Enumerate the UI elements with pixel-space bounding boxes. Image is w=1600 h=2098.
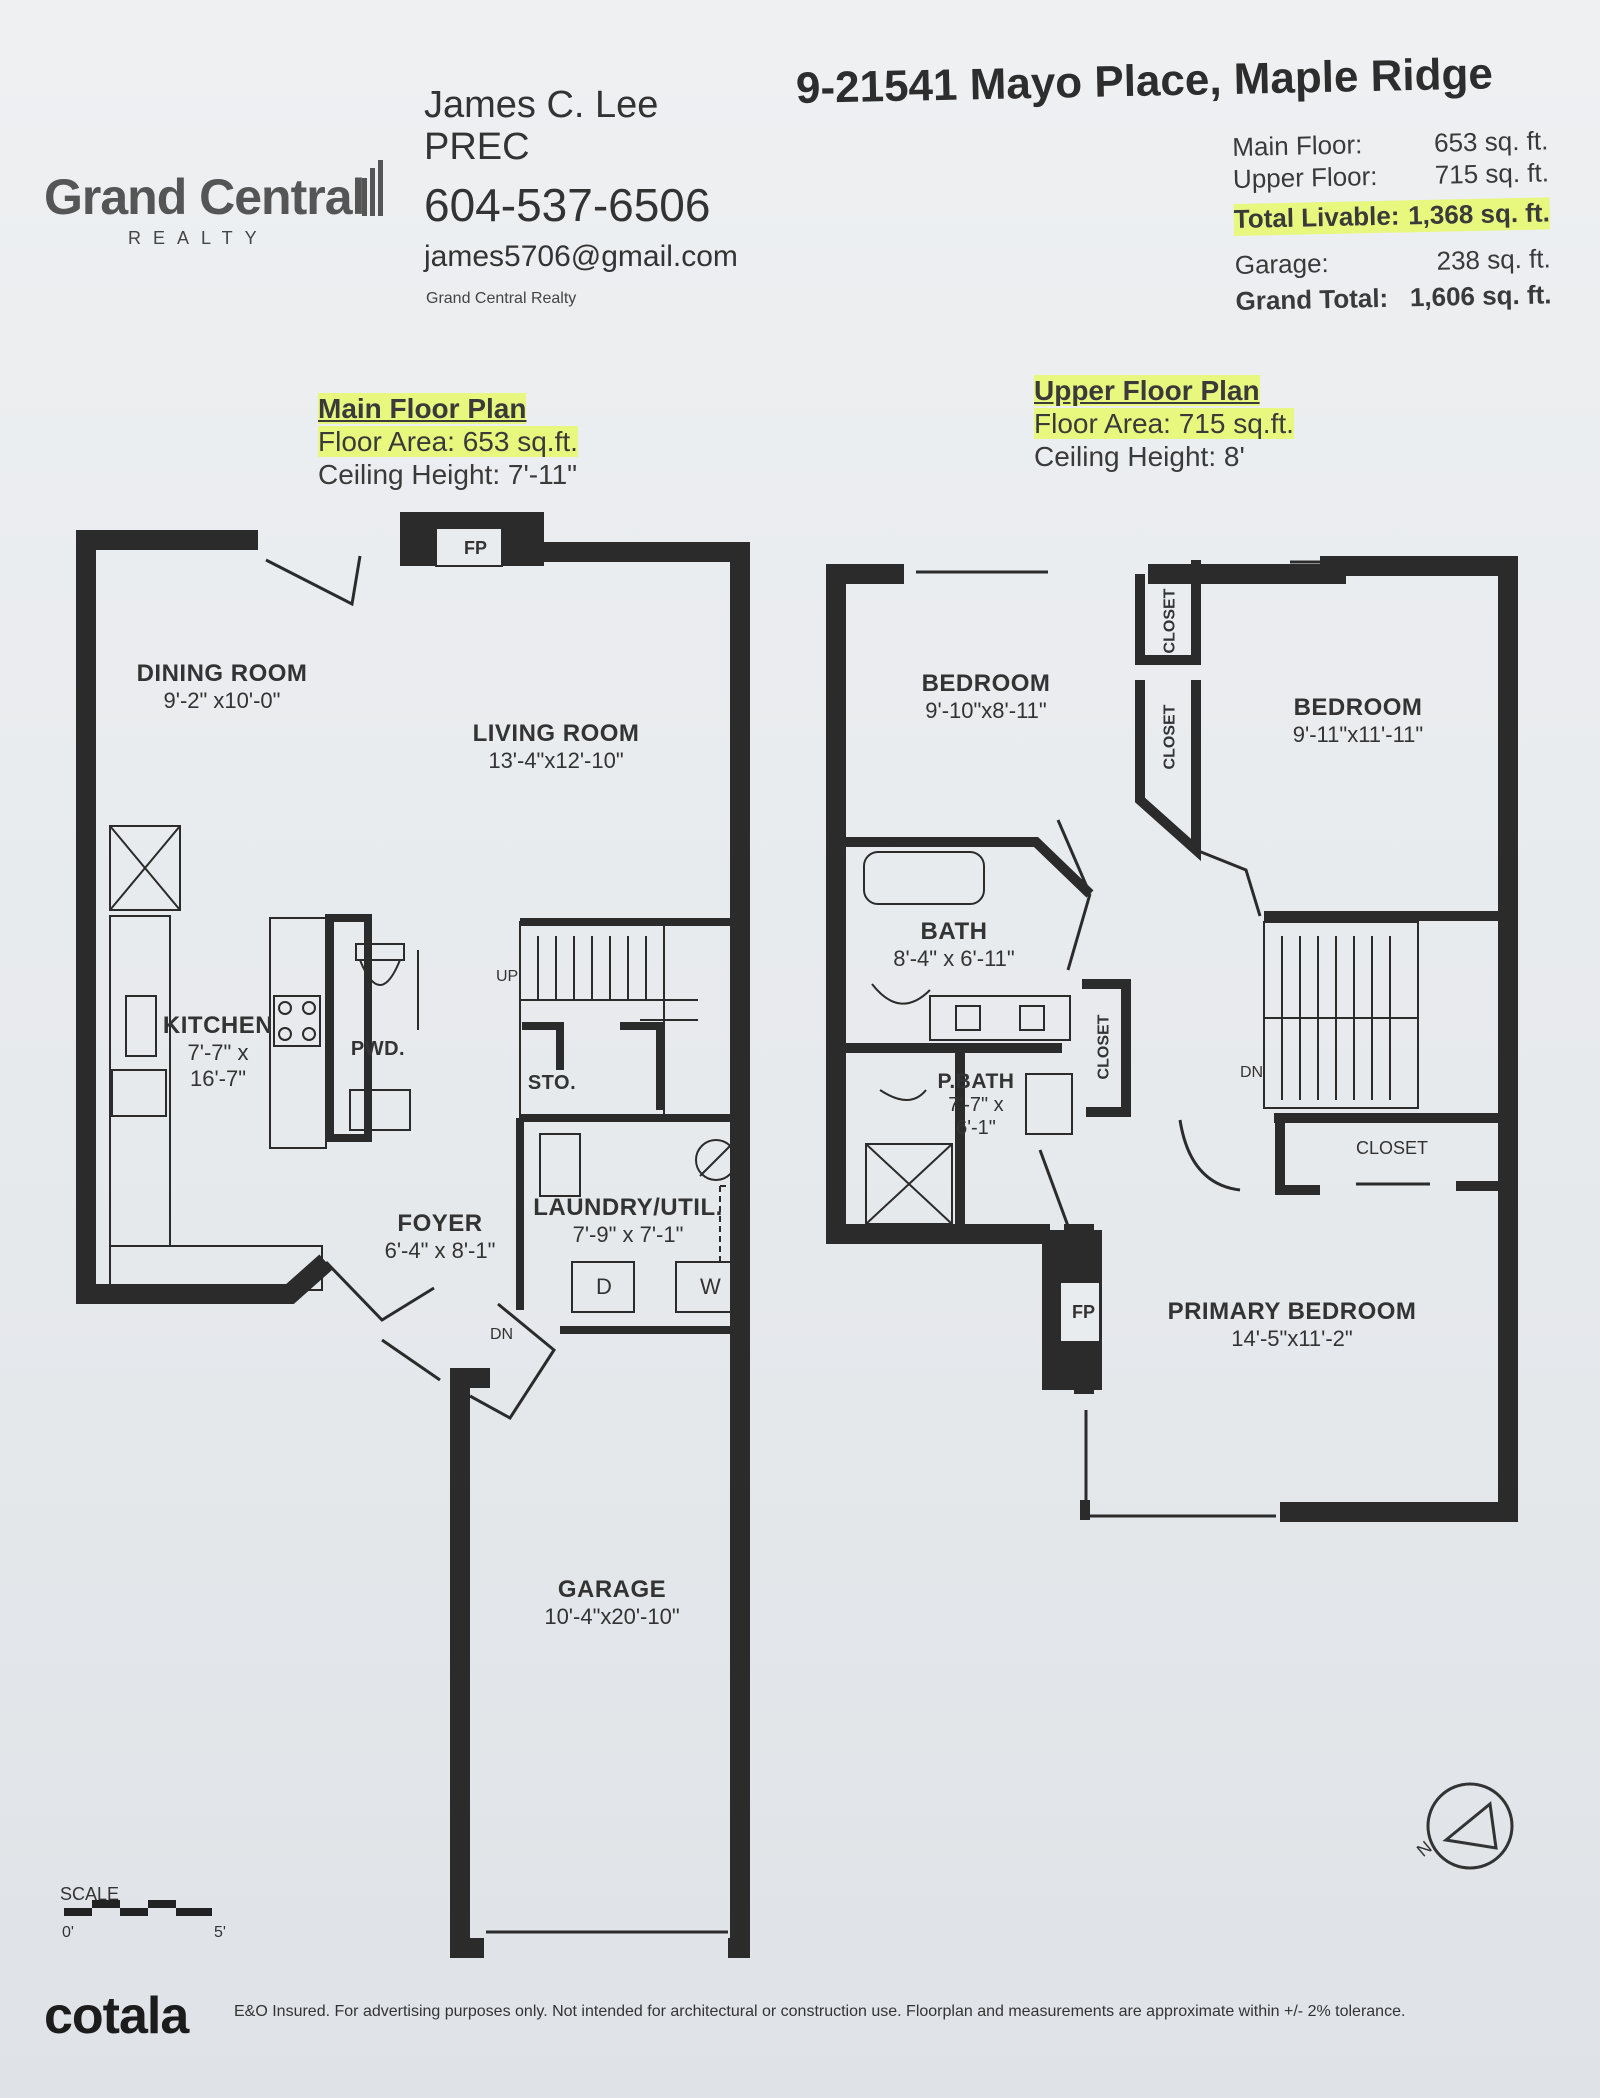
upper-stairs-down-label: DN: [1240, 1064, 1264, 1081]
closet-label-top: CLOSET: [1161, 588, 1179, 654]
area-row-grand-total: Grand Total: 1,606 sq. ft.: [1235, 279, 1552, 316]
room-primary-bedroom: PRIMARY BEDROOM 14'-5"x11'-2": [1167, 1298, 1417, 1351]
room-living: LIVING ROOM 13'-4"x12'-10": [472, 720, 640, 773]
room-bath: BATH 8'-4" x 6'-11": [893, 918, 1015, 971]
room-storage: STO.: [527, 1072, 577, 1094]
closet-label-mid: CLOSET: [1161, 704, 1179, 770]
agent-phone[interactable]: 604-537-6506: [424, 179, 711, 231]
area-row-upper: Upper Floor: 715 sq. ft.: [1232, 157, 1550, 194]
main-plan-area: Floor Area: 653 sq.ft.: [318, 426, 578, 457]
main-fireplace-label: FP: [464, 538, 488, 558]
room-kitchen: KITCHEN 7'-7" x 16'-7": [162, 1012, 274, 1091]
room-bedroom-2: BEDROOM 9'-11"x11'-11": [1292, 694, 1424, 747]
area-row-garage: Garage: 238 sq. ft.: [1234, 243, 1552, 280]
main-stairs-down-label: DN: [490, 1326, 514, 1343]
north-arrow-icon: N: [1413, 1782, 1514, 1870]
main-stairs-up-label: UP: [496, 968, 519, 985]
upper-fireplace-label: FP: [1072, 1302, 1096, 1322]
room-bedroom-1: BEDROOM 9'-10"x8'-11": [921, 670, 1051, 723]
room-laundry: LAUNDRY/UTIL. 7'-9" x 7'-1": [533, 1194, 723, 1247]
upper-plan-ceiling: Ceiling Height: 8': [1034, 441, 1245, 472]
agent-company: Grand Central Realty: [426, 290, 577, 307]
upper-plan-area: Floor Area: 715 sq.ft.: [1034, 408, 1294, 439]
main-plan-heading: Main Floor Plan Floor Area: 653 sq.ft. C…: [318, 392, 578, 491]
main-plan-title: Main Floor Plan: [318, 393, 527, 424]
room-dining: DINING ROOM 9'-2" x10'-0": [136, 660, 308, 713]
closet-label-primary: CLOSET: [1356, 1138, 1429, 1158]
scale-max: 5': [214, 1924, 226, 1941]
agent-email[interactable]: james5706@gmail.com: [424, 240, 738, 273]
brand-name: Grand Central: [44, 169, 365, 225]
room-foyer: FOYER 6'-4" x 8'-1": [384, 1210, 496, 1263]
stove-burners: [273, 995, 321, 1047]
dryer-label: D: [596, 1274, 612, 1299]
upper-plan-title: Upper Floor Plan: [1034, 375, 1260, 406]
main-floor-walls: [76, 530, 750, 1958]
footer-disclaimer: E&O Insured. For advertising purposes on…: [234, 2003, 1406, 2020]
brand-subtitle: REALTY: [128, 228, 269, 248]
scale-bar: [64, 1900, 212, 1916]
closet-label-hall: CLOSET: [1095, 1014, 1113, 1080]
area-row-total-livable: Total Livable: 1,368 sq. ft.: [1233, 197, 1551, 236]
cotala-logo: cotala: [44, 1987, 189, 2045]
scale-min: 0': [62, 1924, 74, 1941]
scale-label: SCALE: [60, 1884, 120, 1904]
room-powder: PWD.: [350, 1038, 406, 1060]
main-plan-ceiling: Ceiling Height: 7'-11": [318, 459, 578, 490]
area-summary: Main Floor: 653 sq. ft. Upper Floor: 715…: [1232, 125, 1552, 318]
upper-plan-heading: Upper Floor Plan Floor Area: 715 sq.ft. …: [1034, 374, 1294, 473]
agent-name: James C. Lee: [424, 84, 659, 126]
brand-building-icon: [362, 160, 383, 216]
room-garage: GARAGE 10'-4"x20'-10": [544, 1576, 680, 1629]
room-powder-bath: P.BATH 7'-7" x 6'-1": [937, 1070, 1015, 1139]
svg-text:N: N: [1413, 1837, 1436, 1861]
agent-title: PREC: [424, 126, 530, 168]
washer-label: W: [700, 1274, 721, 1299]
